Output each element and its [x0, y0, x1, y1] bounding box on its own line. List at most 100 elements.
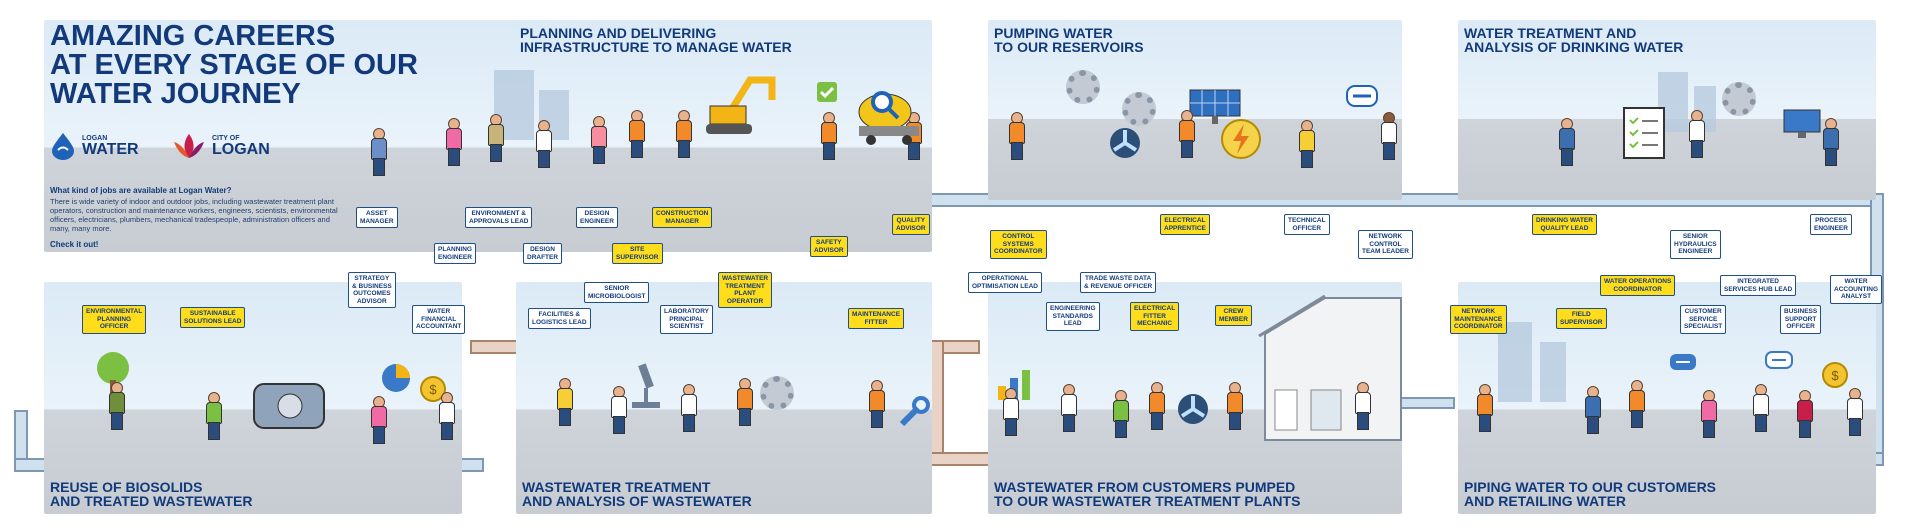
logo-big-text: LOGAN	[212, 140, 270, 158]
panel-title-treatment: WATER TREATMENT AND ANALYSIS OF DRINKING…	[1464, 25, 1684, 55]
gear-icon	[1122, 92, 1156, 126]
tag-business-support: BUSINESS SUPPORT OFFICER	[1780, 305, 1822, 334]
worker-figure	[1796, 390, 1813, 438]
worker-figure	[535, 120, 552, 168]
worker-figure	[1476, 384, 1493, 432]
worker-figure	[868, 380, 885, 428]
svg-text:$: $	[1831, 368, 1839, 383]
gear-icon	[1066, 70, 1100, 104]
worker-figure	[370, 396, 387, 444]
worker-figure	[680, 384, 697, 432]
tag-senior-hydraulics: SENIOR HYDRAULICS ENGINEER	[1670, 230, 1721, 259]
panel-title-customers-pumped: WASTEWATER FROM CUSTOMERS PUMPED TO OUR …	[994, 479, 1301, 509]
tag-electrical-fitter: ELECTRICAL FITTER MECHANIC	[1130, 302, 1180, 331]
solar-panel-icon	[1188, 88, 1242, 129]
worker-figure	[445, 118, 462, 166]
worker-figure	[1700, 390, 1717, 438]
coin-icon: $	[420, 376, 446, 407]
tag-asset-manager: ASSET MANAGER	[356, 207, 398, 228]
logo-small-text: CITY OF	[212, 134, 240, 142]
tag-safety-advisor: SAFETY ADVISOR	[810, 236, 848, 257]
worker-figure	[1112, 390, 1129, 438]
city-of-logan-logo: CITY OF LOGAN	[172, 132, 270, 160]
microscope-icon	[628, 360, 664, 415]
tag-network-maintenance: NETWORK MAINTENANCE COORDINATOR	[1450, 305, 1507, 334]
tag-wastewater-operator: WASTEWATER TREATMENT PLANT OPERATOR	[718, 272, 773, 308]
tag-water-operations-coordinator: WATER OPERATIONS COORDINATOR	[1600, 275, 1676, 296]
worker-figure	[675, 110, 692, 158]
tag-environment-approvals: ENVIRONMENT & APPROVALS LEAD	[465, 207, 533, 228]
digester-tank-icon	[250, 376, 340, 437]
worker-figure	[1558, 118, 1575, 166]
tag-design-drafter: DESIGN DRAFTER	[523, 243, 563, 264]
worker-figure	[1226, 382, 1243, 430]
worker-figure	[1060, 384, 1077, 432]
tag-laboratory-scientist: LABORATORY PRINCIPAL SCIENTIST	[660, 305, 714, 334]
tag-electrical-apprentice: ELECTRICAL APPRENTICE	[1160, 214, 1210, 235]
gear-icon	[1722, 82, 1756, 116]
intro-heading: What kind of jobs are available at Logan…	[50, 186, 232, 195]
intro-cta: Check it out!	[50, 240, 99, 249]
logo-small-text: LOGAN	[82, 134, 108, 142]
tag-environmental-planning: ENVIRONMENTAL PLANNING OFFICER	[82, 305, 147, 334]
intro-text: There is wide variety of indoor and outd…	[50, 197, 338, 233]
city-skyline	[1540, 342, 1566, 402]
tag-drinking-water-quality: DRINKING WATER QUALITY LEAD	[1532, 214, 1597, 235]
city-skyline	[1498, 322, 1532, 402]
chat-bubble-icon	[1668, 352, 1698, 381]
worker-figure	[1298, 120, 1315, 168]
worker-figure	[1752, 384, 1769, 432]
tag-operational-optimisation: OPERATIONAL OPTIMISATION LEAD	[968, 272, 1042, 293]
panel-title-piping: PIPING WATER TO OUR CUSTOMERS AND RETAIL…	[1464, 479, 1717, 509]
worker-figure	[820, 112, 837, 160]
worker-figure	[590, 116, 607, 164]
tag-process-engineer: PROCESS ENGINEER	[1810, 214, 1852, 235]
checklist-icon	[1622, 104, 1666, 165]
worker-figure	[1178, 110, 1195, 158]
worker-figure	[108, 382, 125, 430]
pipe-right-run	[1395, 397, 1455, 409]
svg-text:$: $	[429, 382, 437, 397]
magnifier-icon	[870, 90, 900, 125]
chat-bubble-icon	[1764, 350, 1794, 379]
lightning-icon	[1220, 118, 1262, 165]
tag-network-control: NETWORK CONTROL TEAM LEADER	[1358, 230, 1413, 259]
excavator-icon	[690, 72, 780, 138]
worker-figure	[1846, 388, 1863, 436]
tag-integrated-services: INTEGRATED SERVICES HUB LEAD	[1720, 275, 1797, 296]
panel-title-planning: PLANNING AND DELIVERING INFRASTRUCTURE T…	[520, 25, 792, 55]
tag-customer-service: CUSTOMER SERVICE SPECIALIST	[1680, 305, 1727, 334]
tag-water-accounting: WATER ACCOUNTING ANALYST	[1830, 275, 1883, 304]
worker-figure	[1584, 386, 1601, 434]
panel-title-pumping: PUMPING WATER TO OUR RESERVOIRS	[994, 25, 1144, 55]
worker-figure	[1002, 388, 1019, 436]
fan-icon	[1176, 392, 1210, 431]
worker-figure	[205, 392, 222, 440]
logan-water-logo: LOGAN WATER	[50, 132, 139, 160]
worker-figure	[1354, 382, 1371, 430]
worker-figure	[1628, 380, 1645, 428]
tag-field-supervisor: FIELD SUPERVISOR	[1556, 308, 1607, 329]
tag-construction-manager: CONSTRUCTION MANAGER	[652, 207, 713, 228]
tag-planning-engineer: PLANNING ENGINEER	[434, 243, 476, 264]
tag-crew-member: CREW MEMBER	[1215, 305, 1252, 326]
tag-site-supervisor: SITE SUPERVISOR	[612, 243, 663, 264]
tag-facilities-logistics: FACILITIES & LOGISTICS LEAD	[528, 308, 591, 329]
fan-icon	[1108, 126, 1142, 165]
tag-water-financial: WATER FINANCIAL ACCOUNTANT	[412, 305, 466, 334]
worker-figure	[1822, 118, 1839, 166]
tag-maintenance-fitter: MAINTENANCE FITTER	[848, 308, 905, 329]
chat-bubble-icon	[1345, 84, 1379, 117]
worker-figure	[736, 378, 753, 426]
worker-figure	[370, 128, 387, 176]
house-icon	[1255, 294, 1403, 449]
worker-figure	[628, 110, 645, 158]
worker-figure	[1380, 112, 1397, 160]
worker-figure	[487, 114, 504, 162]
tag-design-engineer: DESIGN ENGINEER	[576, 207, 618, 228]
worker-figure	[610, 386, 627, 434]
water-drop-icon	[52, 133, 74, 160]
worker-figure	[1008, 112, 1025, 160]
worker-figure	[556, 378, 573, 426]
checkmark-icon	[817, 82, 837, 107]
